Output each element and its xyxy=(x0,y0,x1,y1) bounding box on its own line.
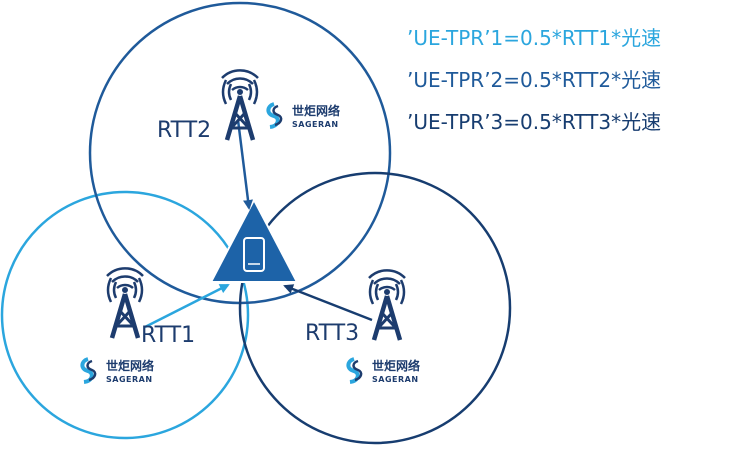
rtt2-arrow xyxy=(236,119,253,210)
rtt2-label: RTT2 xyxy=(157,118,211,143)
formula-3: ’UE-TPR’3=0.5*RTT3*光速 xyxy=(407,110,662,134)
rtt1-arrow xyxy=(144,283,230,329)
sageran-logo-3: 世炬网络 SAGERAN xyxy=(346,357,420,384)
sageran-logo-2: 世炬网络 SAGERAN xyxy=(266,102,340,129)
mobile-phone-icon xyxy=(209,197,299,283)
sageran-logo-icon xyxy=(346,357,364,384)
brand-cn-1: 世炬网络 xyxy=(106,358,154,373)
sageran-logo-1: 世炬网络 SAGERAN xyxy=(80,357,154,384)
cell-tower-icon-1 xyxy=(107,268,143,338)
brand-en-3: SAGERAN xyxy=(372,375,419,384)
brand-en-2: SAGERAN xyxy=(292,120,339,129)
formula-2: ’UE-TPR’2=0.5*RTT2*光速 xyxy=(407,68,662,92)
coverage-circle-1 xyxy=(0,190,250,440)
rtt3-label: RTT3 xyxy=(305,321,359,346)
brand-en-1: SAGERAN xyxy=(106,375,153,384)
coverage-circle-3 xyxy=(238,171,512,445)
sageran-logo-icon xyxy=(80,357,98,384)
formula-1: ’UE-TPR’1=0.5*RTT1*光速 xyxy=(407,26,662,50)
rtt3-arrow xyxy=(283,284,373,322)
cell-tower-icon-3 xyxy=(369,270,405,340)
rtt1-label: RTT1 xyxy=(141,323,195,348)
brand-cn-3: 世炬网络 xyxy=(372,358,420,373)
sageran-logo-icon xyxy=(266,102,284,129)
brand-cn-2: 世炬网络 xyxy=(292,103,340,118)
